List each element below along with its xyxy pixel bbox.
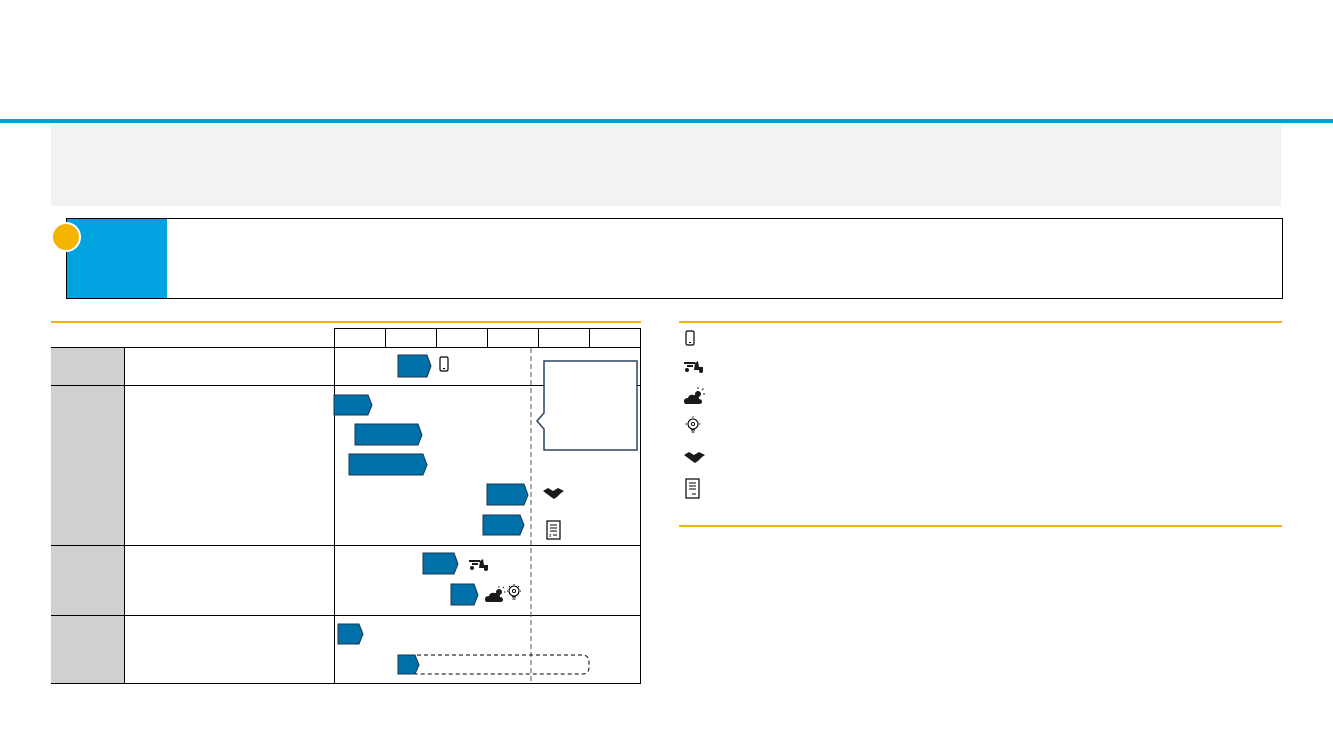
- milestone-bar: [354, 423, 423, 446]
- handshake-icon: [543, 488, 564, 499]
- summary-callout-accent: [67, 219, 167, 298]
- table-top-border: [51, 347, 641, 348]
- timeline-bars: x: [333, 348, 638, 683]
- timeline-divider: [51, 321, 641, 323]
- milestone-bar: [337, 623, 364, 645]
- milestone-bar: [422, 552, 459, 575]
- header-band: [51, 125, 1281, 206]
- period-left-border: [334, 328, 335, 684]
- highlight-dot: [51, 222, 81, 252]
- document-icon: x: [546, 520, 561, 540]
- section-label-cell: [51, 546, 125, 615]
- legend-item: [684, 416, 714, 436]
- milestone-bar: [397, 354, 432, 378]
- scooter-icon: [469, 559, 488, 571]
- milestone-bar: [486, 483, 529, 506]
- legend-item: [684, 330, 714, 350]
- smartphone-icon: [685, 330, 695, 346]
- milestone-bar: [348, 453, 428, 476]
- weather-icon: [684, 387, 705, 404]
- weather-icon: [485, 586, 506, 602]
- legend-divider-top: [679, 321, 1282, 323]
- summary-callout: [66, 218, 1283, 299]
- svg-text:x: x: [549, 533, 552, 539]
- table-bottom-border: [51, 683, 641, 684]
- scooter-icon: [684, 361, 703, 373]
- callout-bubble: [536, 360, 638, 451]
- planned-range-dashed: [410, 654, 590, 675]
- legend-item: [684, 359, 714, 379]
- legend-item: [684, 478, 714, 499]
- milestone-bar: [333, 394, 373, 416]
- legend-item: [684, 386, 714, 406]
- milestone-bar: [397, 654, 420, 675]
- legend-item: [684, 451, 714, 471]
- milestone-bar: [450, 583, 479, 606]
- period-right-border: [640, 328, 641, 684]
- roadmap-timeline: x: [51, 328, 641, 684]
- milestone-bar: [482, 514, 525, 536]
- smartphone-icon: [439, 356, 449, 372]
- lightbulb-icon: [685, 416, 701, 433]
- section-label-cell: [51, 348, 125, 385]
- header-accent-line: [0, 119, 1333, 123]
- legend-divider-bottom: [679, 525, 1282, 527]
- section-label-cell: [51, 616, 125, 683]
- lightbulb-icon: [507, 584, 521, 600]
- section-label-cell: [51, 386, 125, 545]
- handshake-icon: [684, 452, 705, 463]
- document-icon: [685, 478, 700, 499]
